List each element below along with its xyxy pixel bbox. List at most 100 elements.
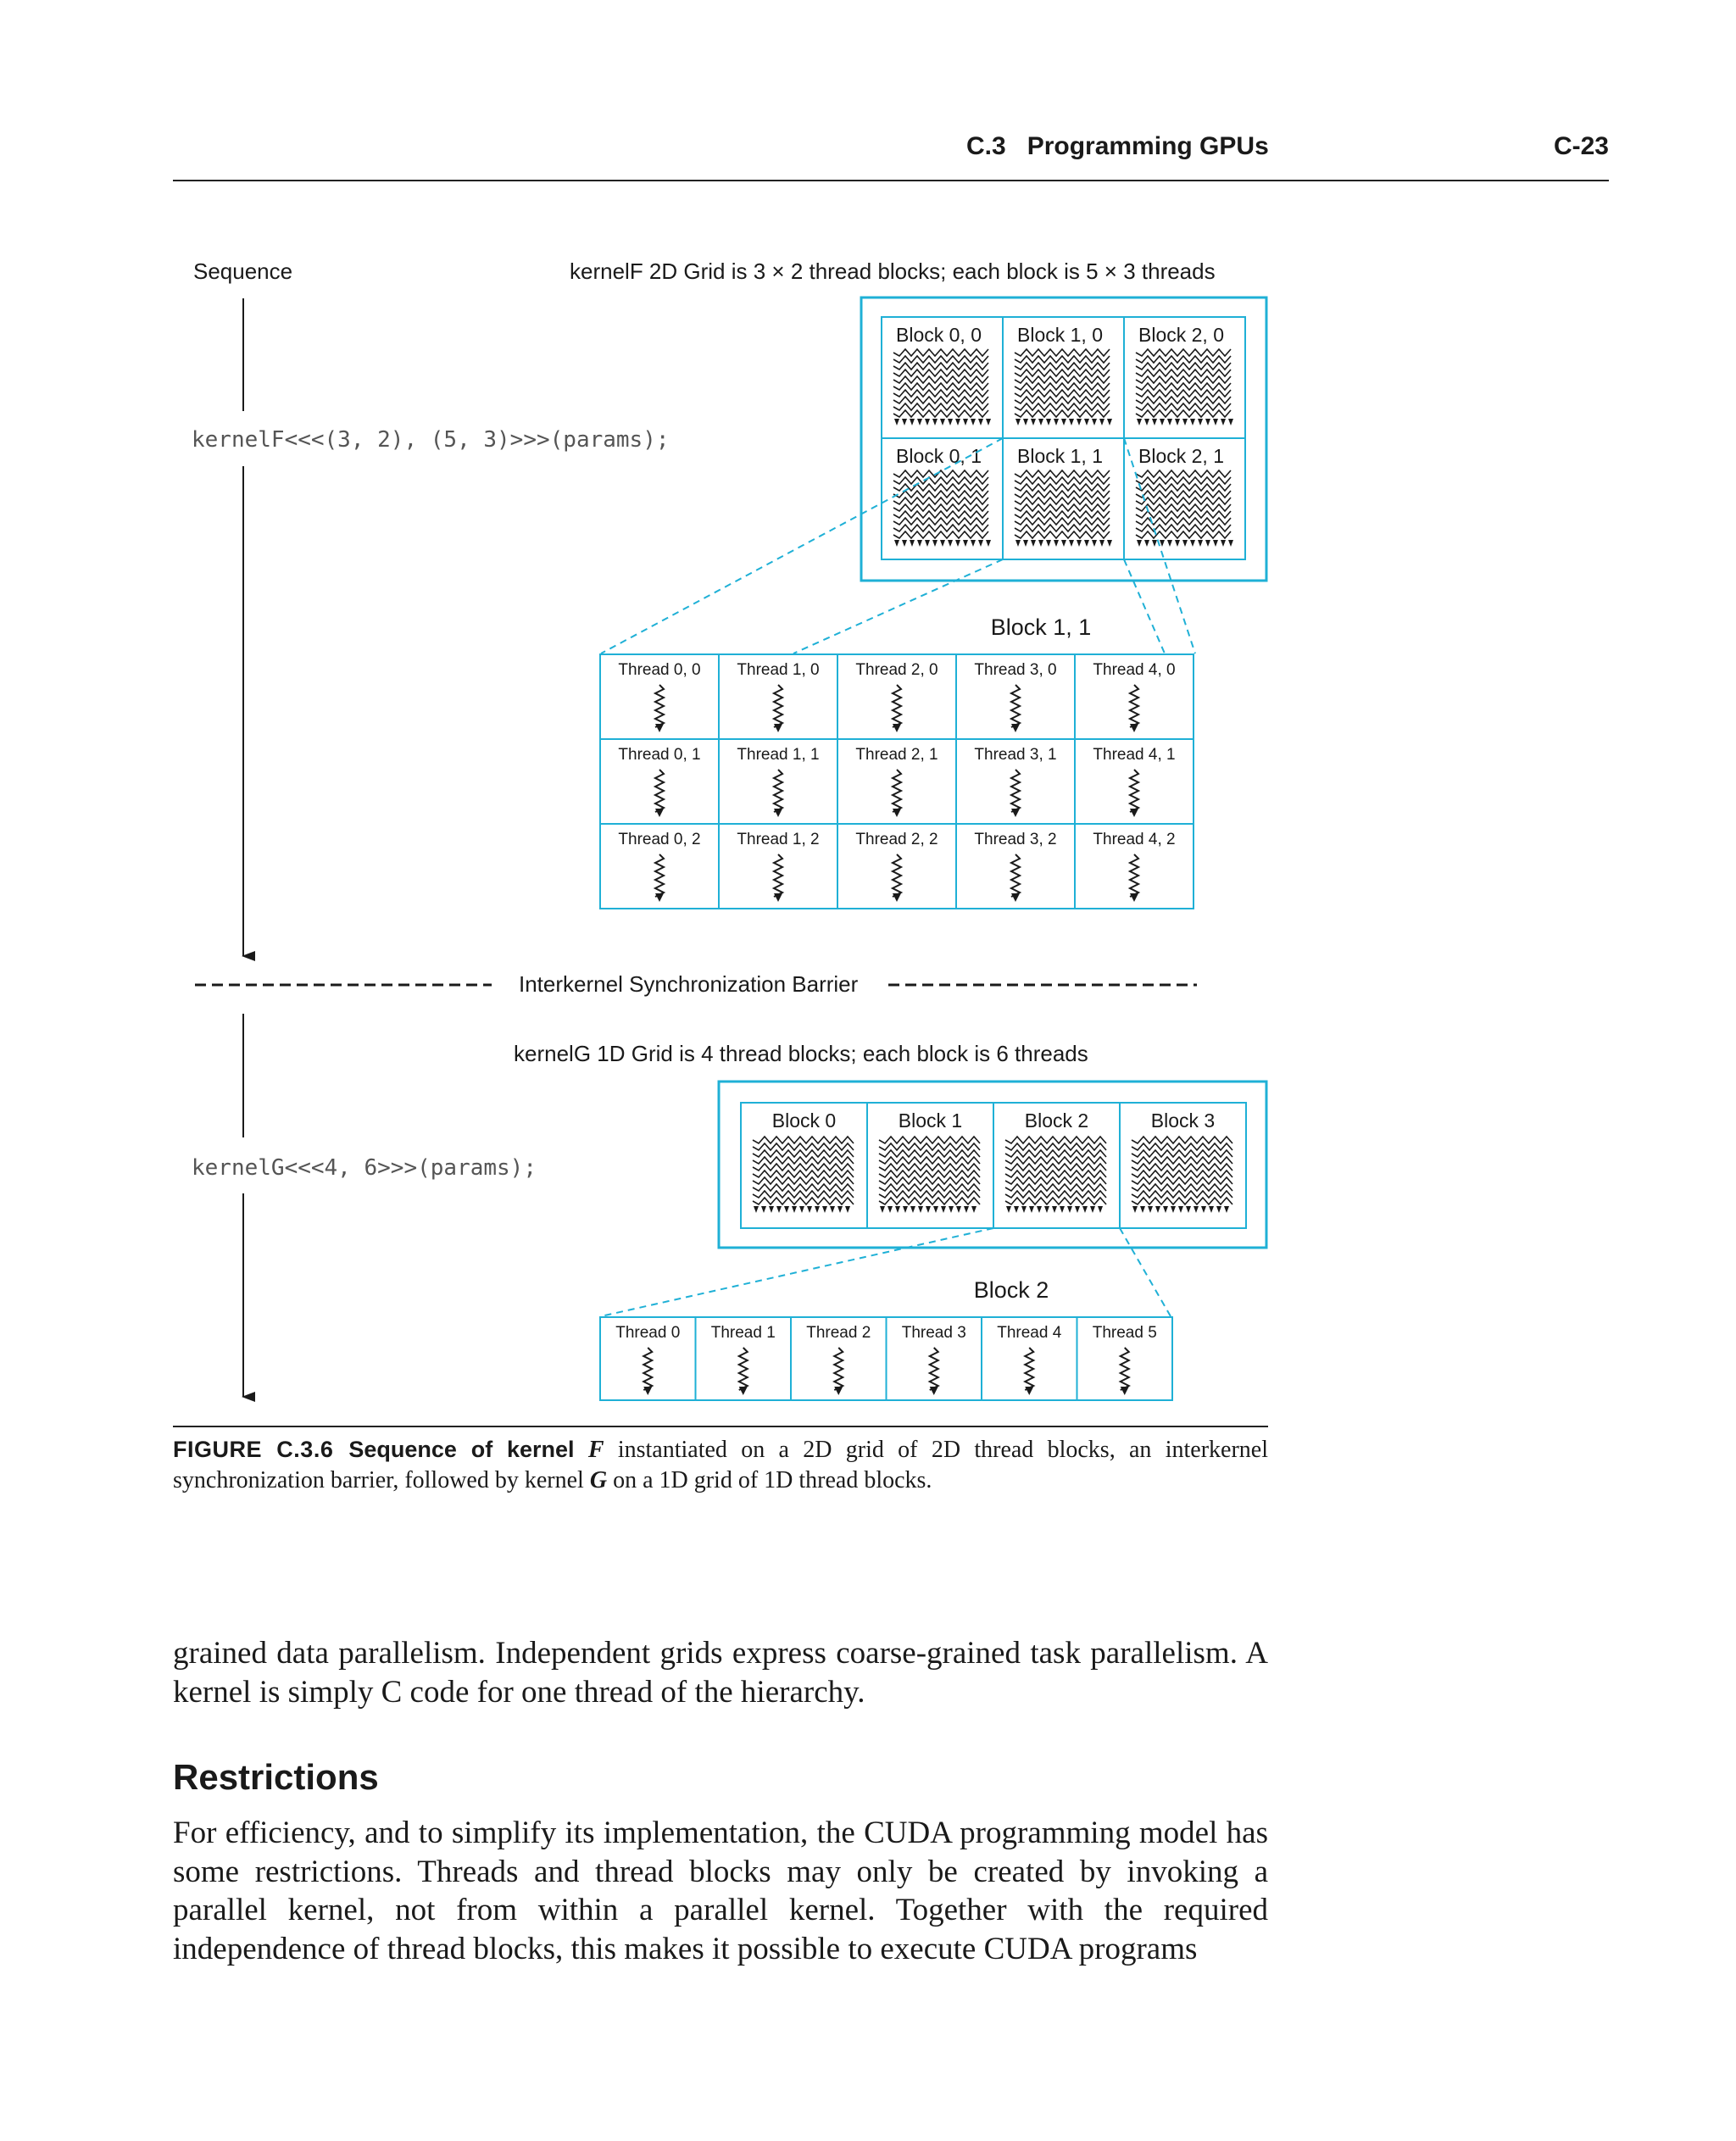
kernelF-block-label: Block 1, 0 xyxy=(1017,324,1103,346)
kernelF-block-1-1-detail: Thread 0, 0 Thread 1, 0 Thread 2, 0 Thread … xyxy=(599,653,1194,909)
kernelG-thread-label: Thread 4 xyxy=(997,1324,1061,1342)
kernelF-thread-label: Thread 1, 1 xyxy=(737,746,819,764)
figure-label: FIGURE C.3.6 xyxy=(173,1437,334,1462)
kernelG-call-code: kernelG<<<4, 6>>>(params); xyxy=(192,1155,537,1181)
kernelG-thread-cell: Thread 4 xyxy=(981,1316,1078,1401)
kernelG-block-threads-icon xyxy=(1004,1135,1107,1213)
kernelF-thread-label: Thread 0, 1 xyxy=(618,746,700,764)
kernelF-thread-cell: Thread 2, 1 xyxy=(837,738,957,825)
kernelF-thread-label: Thread 3, 2 xyxy=(974,831,1056,848)
kernel-f-name: F xyxy=(587,1437,604,1463)
kernelG-detail-title: Block 2 xyxy=(974,1277,1049,1303)
barrier-label: Interkernel Synchronization Barrier xyxy=(519,971,859,997)
connector-line xyxy=(1123,437,1196,654)
kernelG-thread-label: Thread 5 xyxy=(1093,1324,1157,1342)
kernelF-thread-label: Thread 4, 0 xyxy=(1093,661,1175,679)
kernelF-block: Block 0, 0 xyxy=(881,316,1004,439)
thread-icon xyxy=(653,684,666,732)
kernelF-block-label: Block 2, 0 xyxy=(1138,324,1224,346)
figure-caption: FIGURE C.3.6 Sequence of kernel F instant… xyxy=(173,1434,1268,1496)
kernelG-block: Block 2 xyxy=(993,1102,1121,1229)
kernelG-thread-border xyxy=(1076,1316,1173,1401)
thread-icon xyxy=(771,854,785,902)
kernelF-thread-cell: Thread 1, 1 xyxy=(718,738,838,825)
kernelF-thread-cell: Thread 2, 2 xyxy=(837,823,957,909)
kernelF-thread-label: Thread 0, 2 xyxy=(618,831,700,848)
thread-icon xyxy=(1127,684,1141,732)
kernelF-thread-cell: Thread 2, 0 xyxy=(837,653,957,740)
kernelF-thread-label: Thread 3, 0 xyxy=(974,661,1056,679)
kernelG-thread-label: Thread 0 xyxy=(615,1324,680,1342)
thread-icon xyxy=(927,1347,940,1395)
kernelF-block-label: Block 1, 1 xyxy=(1017,445,1103,467)
kernelG-block: Block 3 xyxy=(1119,1102,1247,1229)
kernelF-thread-cell: Thread 4, 0 xyxy=(1074,653,1194,740)
thread-icon xyxy=(1009,684,1022,732)
connector-line xyxy=(1119,1227,1171,1317)
kernelF-block-label: Block 0, 0 xyxy=(896,324,982,346)
thread-icon xyxy=(1009,854,1022,902)
kernelF-thread-cell: Thread 4, 2 xyxy=(1074,823,1194,909)
kernelF-thread-cell: Thread 3, 0 xyxy=(955,653,1076,740)
kernelF-thread-cell: Thread 3, 2 xyxy=(955,823,1076,909)
kernelG-thread-cell: Thread 1 xyxy=(694,1316,792,1401)
kernelF-thread-label: Thread 3, 1 xyxy=(974,746,1056,764)
thread-icon xyxy=(1009,769,1022,817)
kernelF-grid: Block 0, 0 Block 1, 0 Block 2, 0 Block 0, 1… xyxy=(600,296,1268,654)
kernelG-grid-label: kernelG 1D Grid is 4 thread blocks; each… xyxy=(514,1041,1088,1066)
kernelF-thread-label: Thread 4, 1 xyxy=(1093,746,1175,764)
kernelF-thread-cell: Thread 4, 1 xyxy=(1074,738,1194,825)
kernelF-grid-outer-frame xyxy=(860,296,1268,582)
caption-text-1: instantiated on a 2D grid of 2D thread b… xyxy=(173,1437,1269,1493)
kernelG-block-label: Block 0 xyxy=(772,1109,836,1132)
kernelG-thread-cell: Thread 5 xyxy=(1076,1316,1173,1401)
thread-icon xyxy=(653,854,666,902)
kernelF-block: Block 1, 0 xyxy=(1002,316,1125,439)
kernelG-grid-outer-frame xyxy=(717,1080,1268,1249)
kernelF-block: Block 2, 0 xyxy=(1123,316,1246,439)
kernelG-block-threads-icon xyxy=(878,1135,981,1213)
kernelF-block-threads-icon xyxy=(1014,469,1112,547)
kernelG-block-threads-icon xyxy=(752,1135,854,1213)
kernel-g-name: G xyxy=(589,1467,608,1493)
connector-line xyxy=(600,437,1004,654)
thread-icon xyxy=(642,1347,654,1395)
thread-icon xyxy=(653,769,666,817)
thread-icon xyxy=(737,1347,749,1395)
kernelG-block-cell xyxy=(1119,1102,1247,1229)
kernelF-block-threads-icon xyxy=(1135,348,1233,425)
kernelF-block-threads-icon xyxy=(893,469,991,547)
connector-line xyxy=(600,1227,994,1317)
kernelF-detail-title: Block 1, 1 xyxy=(991,614,1092,640)
thread-icon xyxy=(890,769,904,817)
kernelF-block-threads-icon xyxy=(893,348,991,425)
body-paragraph-2: For efficiency, and to simplify its impl… xyxy=(173,1816,1268,1966)
kernelF-thread-label: Thread 4, 2 xyxy=(1093,831,1175,848)
kernelF-thread-cell: Thread 0, 0 xyxy=(599,653,720,740)
kernelF-thread-cell: Thread 1, 0 xyxy=(718,653,838,740)
kernelF-thread-label: Thread 2, 0 xyxy=(855,661,938,679)
thread-icon xyxy=(890,684,904,732)
kernelF-thread-label: Thread 0, 0 xyxy=(618,661,700,679)
kernelF-thread-cell: Thread 1, 2 xyxy=(718,823,838,909)
kernelG-thread-label: Thread 1 xyxy=(711,1324,776,1342)
kernelF-thread-cell: Thread 3, 1 xyxy=(955,738,1076,825)
kernelF-block: Block 1, 1 xyxy=(1002,437,1125,560)
kernelF-block-label: Block 0, 1 xyxy=(896,445,982,467)
kernelG-block: Block 0 xyxy=(740,1102,868,1229)
thread-icon xyxy=(1127,854,1141,902)
kernelF-block-label: Block 2, 1 xyxy=(1138,445,1224,467)
kernelF-block: Block 2, 1 xyxy=(1123,437,1246,560)
running-head-page-number: C-23 xyxy=(1553,132,1609,160)
kernelF-thread-cell: Thread 0, 1 xyxy=(599,738,720,825)
kernelF-block-threads-icon xyxy=(1135,469,1233,547)
connector-line xyxy=(793,559,1004,654)
header-rule xyxy=(173,180,1609,181)
thread-icon xyxy=(1118,1347,1131,1395)
body-paragraph-1: grained data parallelism. Independent gr… xyxy=(173,1636,1268,1710)
thread-icon xyxy=(890,854,904,902)
kernelG-block-label: Block 3 xyxy=(1151,1109,1215,1132)
figure-title: Sequence of kernel xyxy=(348,1437,575,1462)
